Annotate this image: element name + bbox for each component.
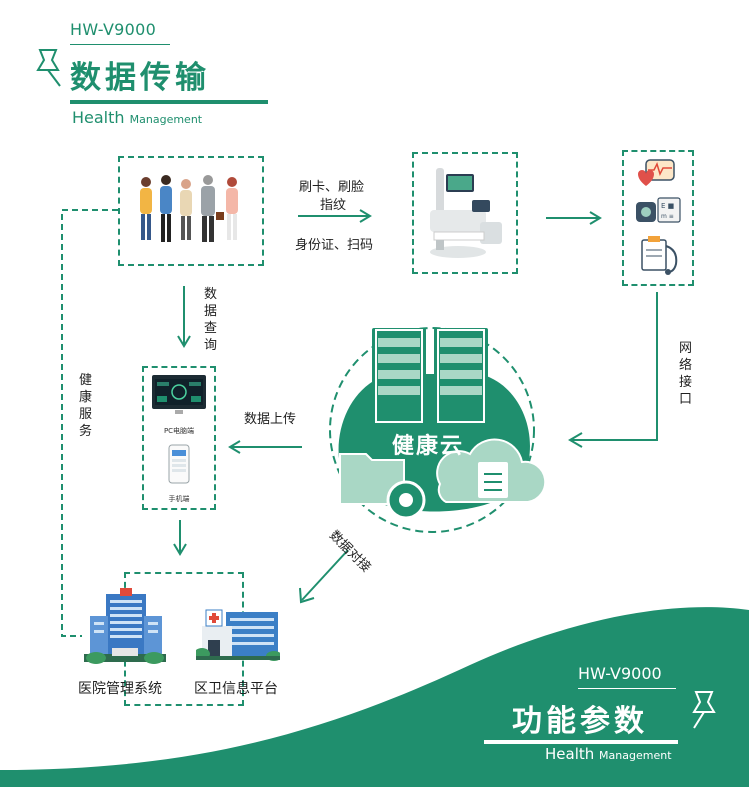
auth-methods-line3: 身份证、扫码 [295,238,374,253]
terminals-box [142,366,216,510]
subtitle-small: Management [129,113,203,126]
health-kiosk-icon [430,168,502,258]
health-cloud-label: 健康云 [392,434,465,459]
footer-subtitle-small: Management [599,749,672,762]
arrow-down-icon [177,286,191,348]
arrow-left-icon [228,440,302,454]
medical-devices-icon: E ■ m ≡ [636,159,681,275]
network-interface-label: 网络接口 [678,341,692,407]
mobile-label: 手机端 [168,495,190,503]
auth-methods-line2: 指纹 [320,198,347,213]
auth-methods-line1: 刷卡、刷脸 [299,180,365,195]
subtitle-big: Health [72,108,125,127]
pc-label: PC电脑端 [163,427,195,435]
arrow-diagonal-icon [299,549,349,604]
footer-title-underline [484,740,678,744]
arrow-right-icon-2 [546,211,602,225]
arrow-down-icon-2 [173,520,187,556]
kiosk-box [412,152,518,274]
hospital-building-icon [84,588,166,664]
title-underline [70,100,268,104]
data-query-label: 数据查询 [203,287,217,353]
community-clinic-icon [196,609,280,661]
arrow-right-icon [298,209,372,223]
pushpin-icon [36,49,61,87]
model-label-bottom: HW-V9000 [578,664,662,683]
model-label-top: HW-V9000 [70,20,157,39]
footer-subtitle-big: Health [545,745,595,763]
people-illustration [140,175,238,242]
pc-monitor-icon [152,375,206,414]
footer-model-underline [578,688,676,689]
mobile-phone-icon [168,444,190,484]
health-cloud-icon [329,327,547,533]
people-box [118,156,264,266]
health-service-connector [61,209,118,637]
subtitle: Health Management [72,108,202,127]
header-model-underline [70,44,170,45]
svg-text:E ■: E ■ [661,202,674,210]
page-title: 数据传输 [70,60,210,96]
network-connector [568,292,658,448]
footer-title: 功能参数 [512,704,648,739]
svg-text:m ≡: m ≡ [661,213,674,220]
devices-box [622,150,694,286]
health-service-label: 健康服务 [78,373,92,439]
community-platform-label: 区卫信息平台 [194,681,278,697]
hospital-system-label: 医院管理系统 [78,681,162,697]
pushpin-icon-2 [692,691,716,729]
data-upload-label: 数据上传 [244,412,297,427]
footer-subtitle: Health Management [545,745,672,763]
